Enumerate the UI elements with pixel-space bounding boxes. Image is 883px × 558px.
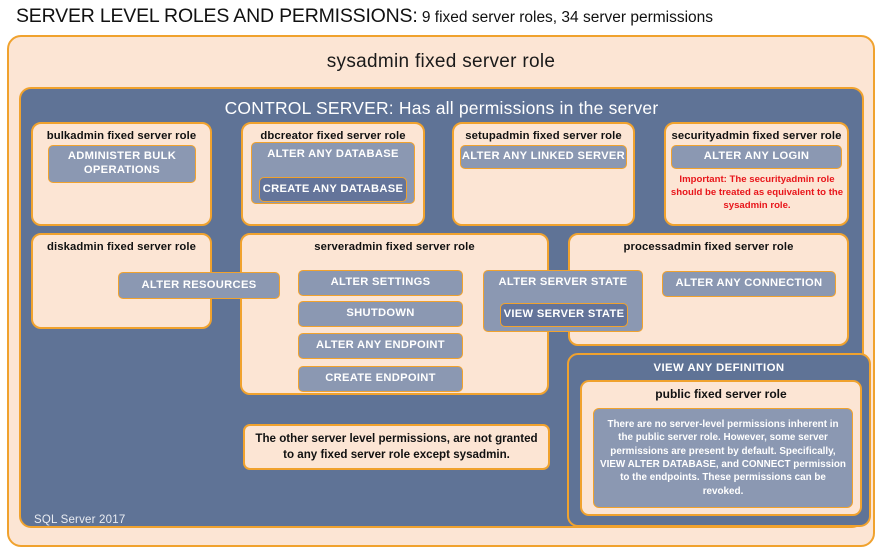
permission-alter-resources[interactable]: ALTER RESOURCES: [118, 272, 280, 299]
control-server-label: CONTROL SERVER: Has all permissions in t…: [224, 98, 659, 118]
permission-alter-any-connection[interactable]: ALTER ANY CONNECTION: [662, 271, 836, 297]
role-title-bulkadmin: bulkadmin fixed server role: [46, 130, 197, 142]
role-title-serveradmin: serveradmin fixed server role: [314, 241, 475, 253]
page-title: SERVER LEVEL ROLES AND PERMISSIONS: 9 fi…: [16, 5, 876, 33]
page-title-rest: 9 fixed server roles, 34 server permissi…: [417, 9, 714, 26]
role-title-processadmin: processadmin fixed server role: [623, 241, 794, 253]
sysadmin-label: sysadmin fixed server role: [326, 51, 556, 72]
footer-product-label: SQL Server 2017: [34, 514, 126, 526]
role-title-public: public fixed server role: [655, 387, 787, 401]
permission-alter-any-linked-server[interactable]: ALTER ANY LINKED SERVER: [460, 145, 627, 169]
permission-alter-settings[interactable]: ALTER SETTINGS: [298, 270, 463, 296]
permission-alter-server-state-label: ALTER SERVER STATE: [498, 276, 628, 288]
role-card-securityadmin: securityadmin fixed server role: [664, 122, 849, 226]
permission-administer-bulk-operations[interactable]: ADMINISTER BULK OPERATIONS: [48, 145, 196, 183]
role-title-diskadmin: diskadmin fixed server role: [47, 241, 196, 253]
public-role-group: VIEW ANY DEFINITION public fixed server …: [567, 353, 871, 527]
other-permissions-note: The other server level permissions, are …: [243, 424, 550, 470]
public-role-description: There are no server-level permissions in…: [593, 408, 853, 508]
role-card-public: public fixed server role There are no se…: [580, 380, 862, 516]
permission-view-any-definition[interactable]: VIEW ANY DEFINITION: [653, 362, 785, 374]
role-title-dbcreator: dbcreator fixed server role: [260, 130, 406, 142]
permission-shutdown[interactable]: SHUTDOWN: [298, 301, 463, 327]
permission-alter-any-database-label: ALTER ANY DATABASE: [267, 148, 399, 160]
permission-view-server-state[interactable]: VIEW SERVER STATE: [500, 303, 628, 327]
page-title-strong: SERVER LEVEL ROLES AND PERMISSIONS:: [16, 5, 418, 27]
permission-alter-any-endpoint[interactable]: ALTER ANY ENDPOINT: [298, 333, 463, 359]
role-title-setupadmin: setupadmin fixed server role: [465, 130, 622, 142]
permission-create-endpoint[interactable]: CREATE ENDPOINT: [298, 366, 463, 392]
role-card-setupadmin: setupadmin fixed server role: [452, 122, 635, 226]
securityadmin-warning-note: Important: The securityadmin role should…: [670, 174, 844, 211]
role-title-securityadmin: securityadmin fixed server role: [671, 130, 842, 142]
permission-alter-any-login[interactable]: ALTER ANY LOGIN: [671, 145, 842, 169]
permission-create-any-database[interactable]: CREATE ANY DATABASE: [259, 177, 407, 202]
